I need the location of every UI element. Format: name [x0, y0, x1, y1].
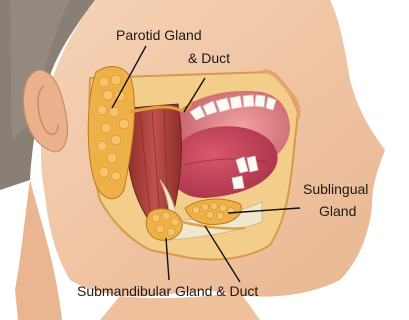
label-submandibular: Submandibular Gland & Duct [77, 283, 258, 300]
label-sublingual: Sublingual [303, 181, 368, 198]
label-parotid-gland: Parotid Gland [116, 27, 202, 44]
label-parotid-duct: & Duct [188, 50, 230, 67]
label-sublingual-gland: Gland [319, 203, 356, 220]
